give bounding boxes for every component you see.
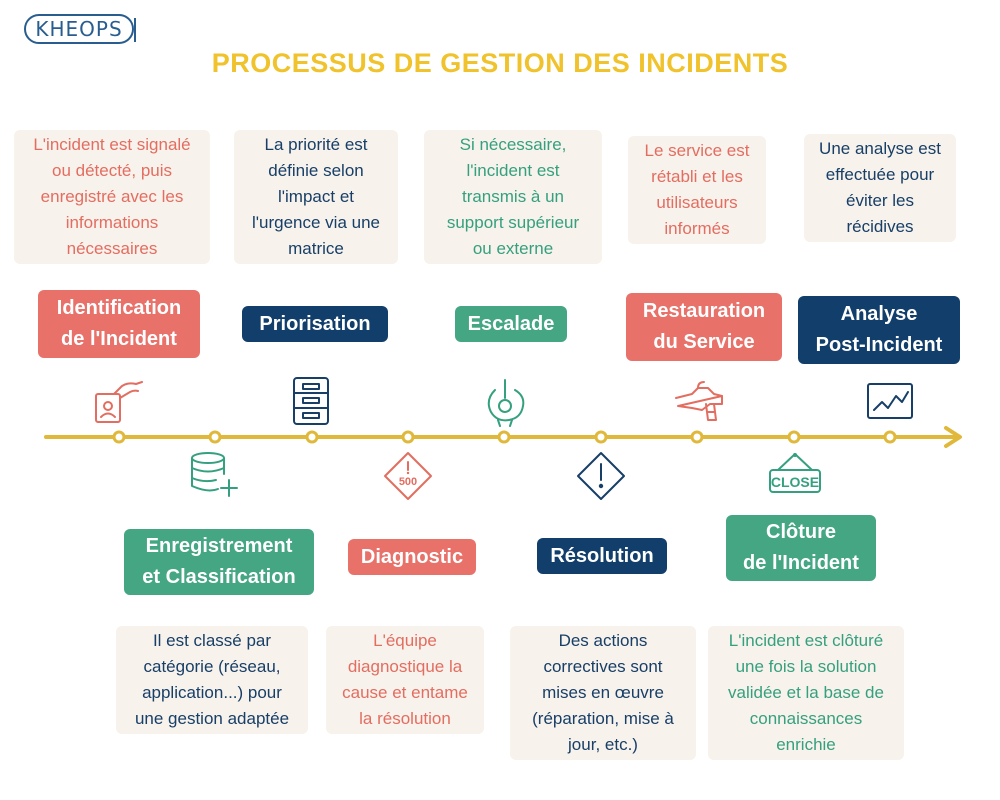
timeline-dot	[401, 430, 415, 444]
timeline-dot	[690, 430, 704, 444]
kheops-logo: KHEOPS	[24, 14, 134, 44]
escalation-icon	[487, 379, 525, 427]
logo-divider	[134, 18, 136, 42]
timeline-arrowhead	[944, 426, 962, 448]
repair-tool-icon	[675, 381, 723, 421]
step-3-label: Priorisation	[242, 306, 388, 342]
analytics-chart-icon	[867, 383, 913, 419]
timeline-dot	[305, 430, 319, 444]
close-sign-icon: CLOSE	[769, 453, 821, 493]
warning-diamond-icon	[577, 452, 625, 500]
timeline-dot	[497, 430, 511, 444]
timeline-dot	[594, 430, 608, 444]
page-title: PROCESSUS DE GESTION DES INCIDENTS	[211, 48, 789, 78]
svg-text:CLOSE: CLOSE	[771, 474, 819, 490]
id-card-hand-icon	[95, 381, 143, 423]
error-500-icon: 500	[384, 452, 432, 500]
timeline-dot	[883, 430, 897, 444]
timeline	[44, 426, 962, 448]
step-5-label: Escalade	[455, 306, 567, 342]
step-4-label: Diagnostic	[348, 539, 476, 575]
svg-text:500: 500	[399, 476, 417, 488]
timeline-dot	[787, 430, 801, 444]
filing-cabinet-icon	[293, 377, 329, 425]
step-6-label: Résolution	[537, 538, 667, 574]
timeline-dot	[112, 430, 126, 444]
timeline-dot	[208, 430, 222, 444]
database-add-icon	[191, 452, 238, 497]
